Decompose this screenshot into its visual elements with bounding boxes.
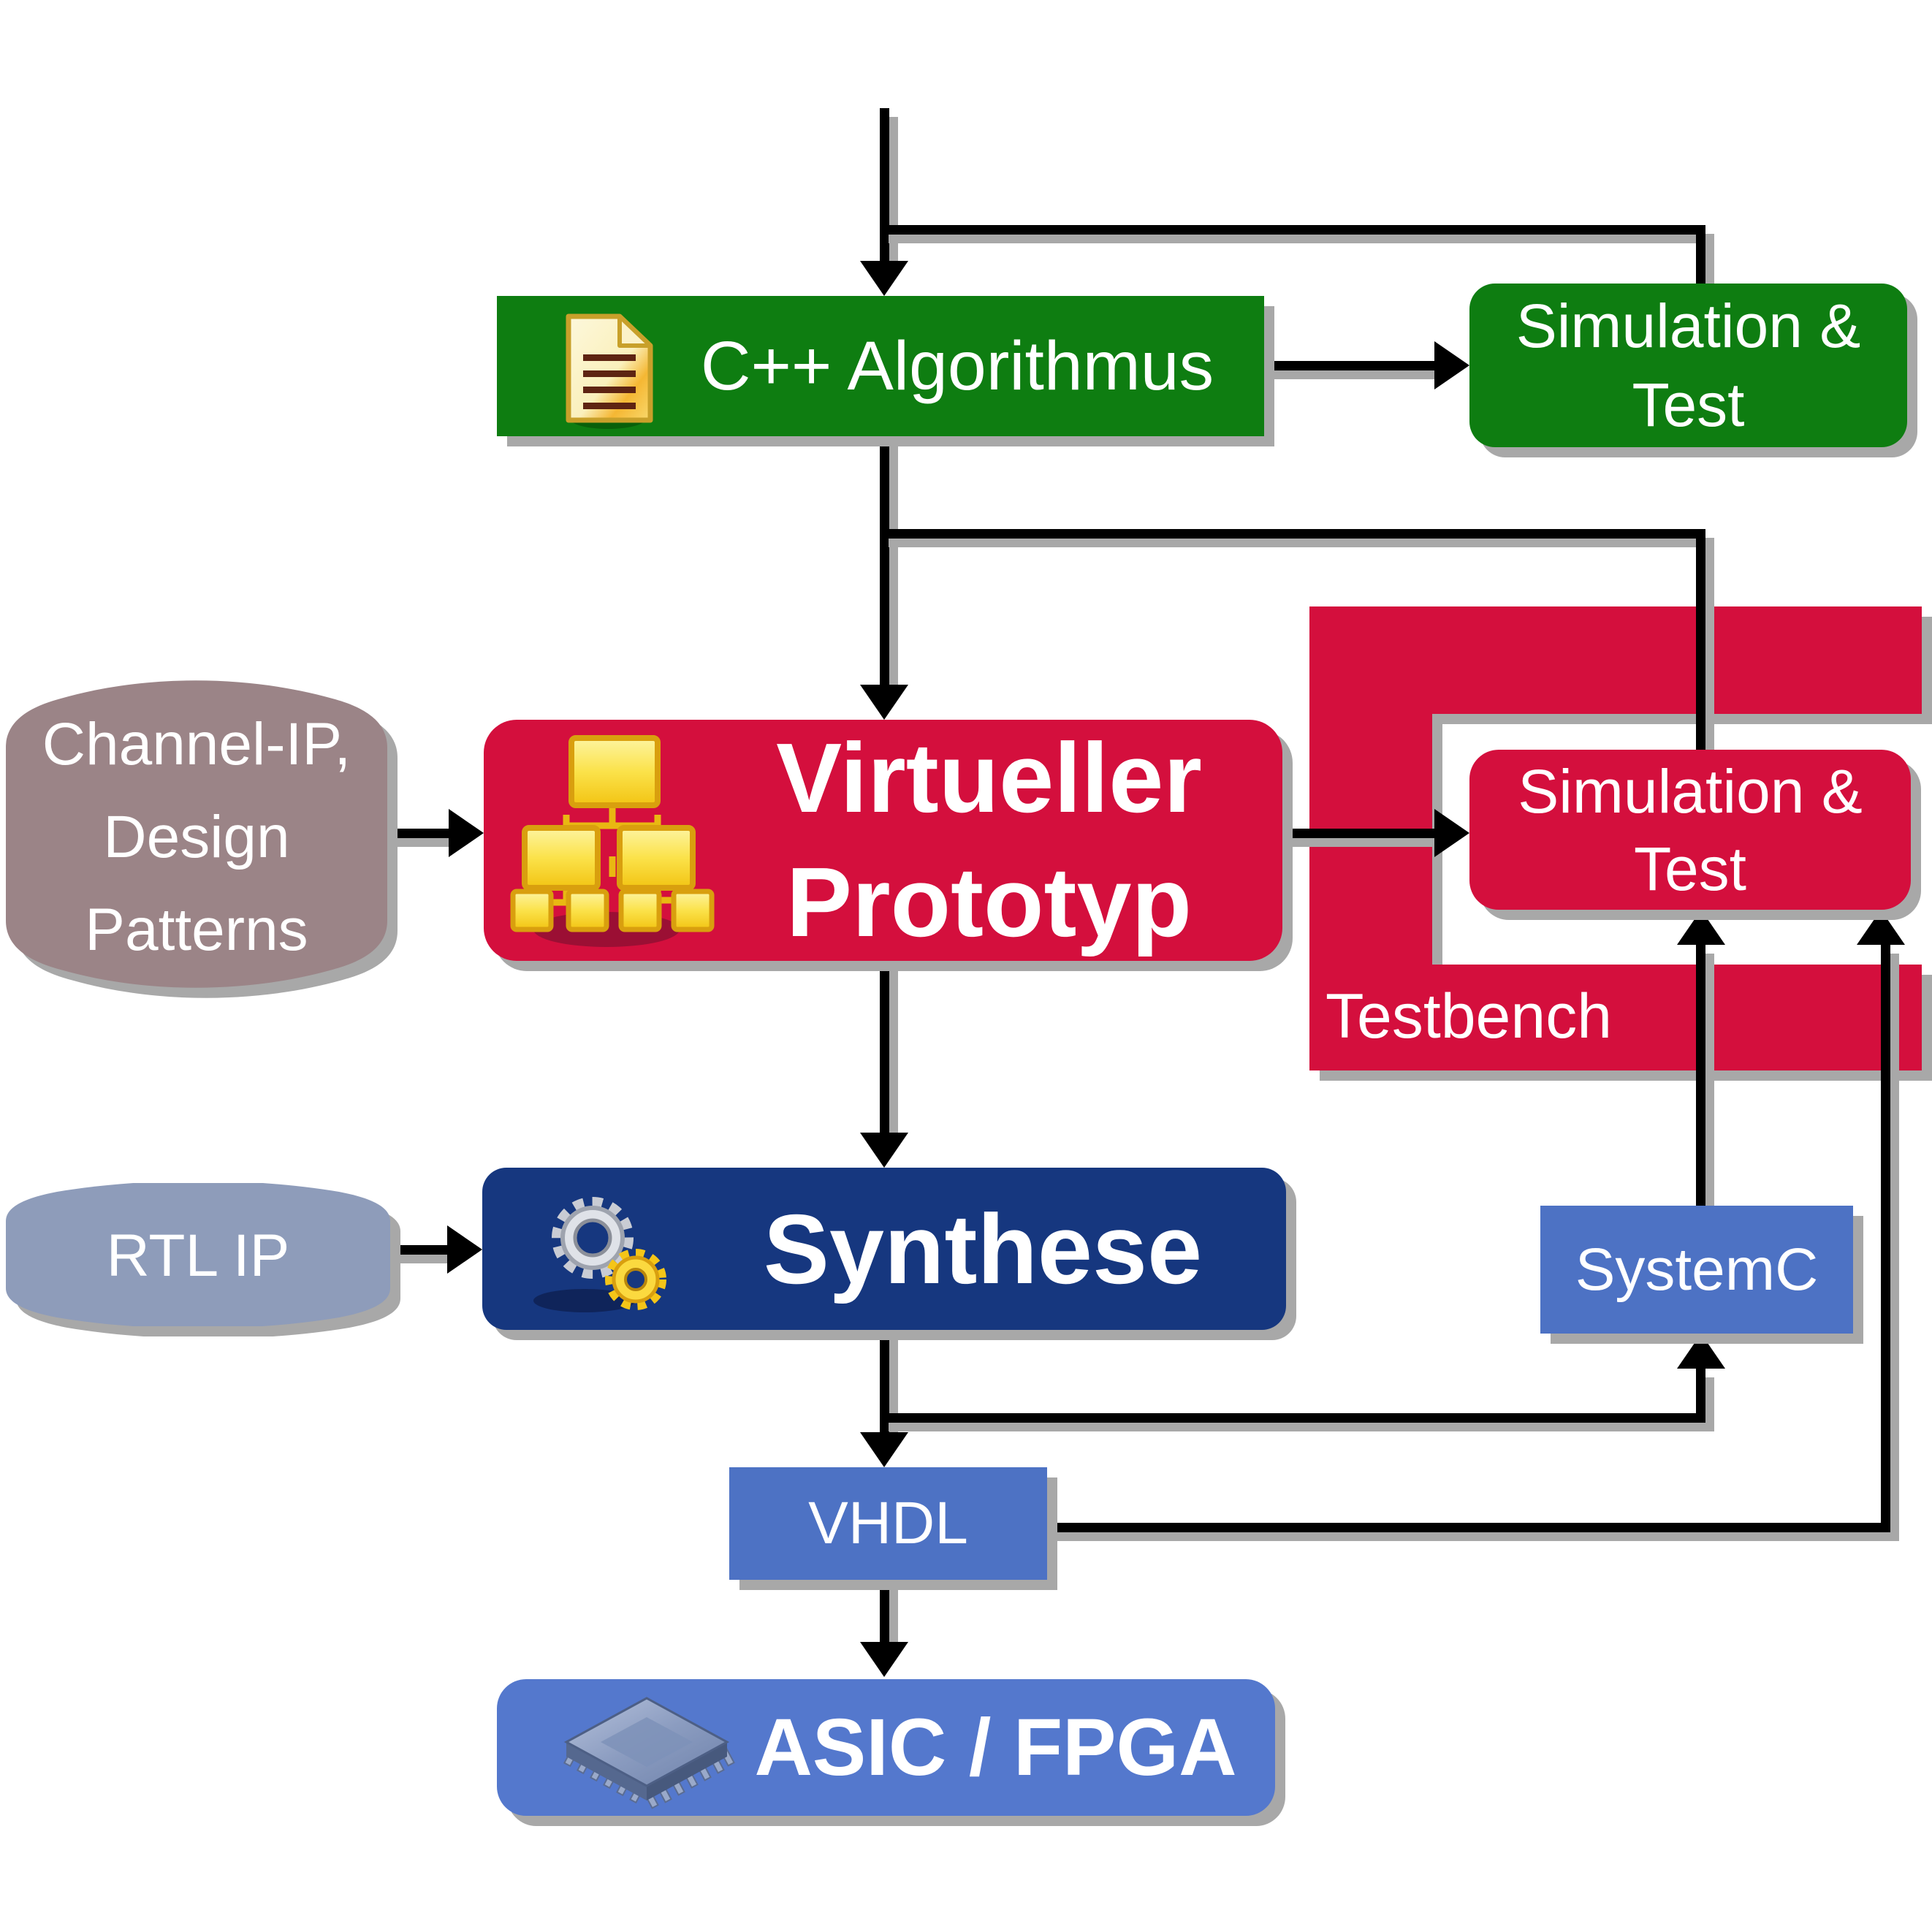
gears-icon [533,1197,666,1312]
simulation-test-top-line1: Simulation & [1515,292,1861,360]
arrowhead-into-vhdl [860,1432,908,1467]
edge-cpp-branch-v [1696,529,1705,750]
edge-vhdl-to-asic [880,1580,889,1646]
edge-rtlip-to-synthese [390,1245,452,1255]
edge-cpp-branch-h [880,529,1705,539]
edge-synthese-branch-h [880,1413,1705,1423]
simulation-test-mid-line1: Simulation & [1518,756,1863,826]
node-simulation-test-mid[interactable]: Simulation & Test [1469,750,1911,910]
arrowhead-into-systemc [1677,1334,1725,1369]
hierarchy-icon [510,735,715,947]
chip-icon [563,1697,735,1809]
edge-vhdl-feedback-h [1047,1523,1890,1532]
cpp-algorithmus-label: C++ Algorithmus [700,327,1214,405]
rtl-ip-label: RTL IP [106,1222,290,1289]
edge-systemc-to-simtest [1696,945,1705,1206]
edge-cpp-to-simtest [1264,361,1440,370]
channel-ip-line2: Design [103,804,290,870]
synthese-label: Synthese [763,1193,1203,1304]
edge-channelip-to-vp [387,829,453,838]
virtueller-prototyp-line1: Virtueller [776,723,1202,833]
node-systemc[interactable]: SystemC [1540,1206,1853,1334]
vhdl-label: VHDL [808,1490,968,1556]
channel-ip-line1: Channel-IP, [42,711,351,777]
edge-input-branch-h [880,225,1705,235]
simulation-test-mid-line2: Test [1633,834,1747,903]
arrowhead-into-asic [860,1642,908,1677]
node-vhdl[interactable]: VHDL [729,1467,1047,1580]
edge-vp-to-synthese [880,961,889,1137]
arrowhead-into-simtest-top [1434,341,1469,389]
simulation-test-top-line2: Test [1632,370,1745,439]
node-rtl-ip-shape[interactable] [6,1183,390,1326]
edge-vhdl-feedback-v [1881,945,1890,1532]
testbench-label: Testbench [1326,981,1613,1051]
edge-input-spine [880,108,889,265]
channel-ip-line3: Patterns [85,897,308,963]
arrowhead-into-vp [860,685,908,720]
edge-synthese-branch-v [1696,1369,1705,1423]
node-synthese[interactable]: Synthese [482,1168,1286,1330]
edge-input-branch-v [1696,225,1705,284]
document-icon [566,313,653,429]
node-channel-ip-shape[interactable] [6,678,387,990]
systemc-label: SystemC [1575,1236,1819,1303]
edge-vp-to-simtest [1282,829,1440,838]
arrowhead-channelip [449,809,484,857]
arrowhead-into-synthese [860,1133,908,1168]
virtueller-prototyp-line2: Prototyp [786,847,1192,957]
arrowhead-rtlip [447,1225,482,1274]
edge-cpp-to-vp [880,436,889,689]
arrowhead-into-cpp [860,261,908,296]
testbench-region [1309,606,1922,1070]
node-simulation-test-top[interactable]: Simulation & Test [1469,284,1907,447]
edge-synthese-to-vhdl [880,1330,889,1437]
asic-fpga-label: ASIC / FPGA [754,1703,1237,1792]
